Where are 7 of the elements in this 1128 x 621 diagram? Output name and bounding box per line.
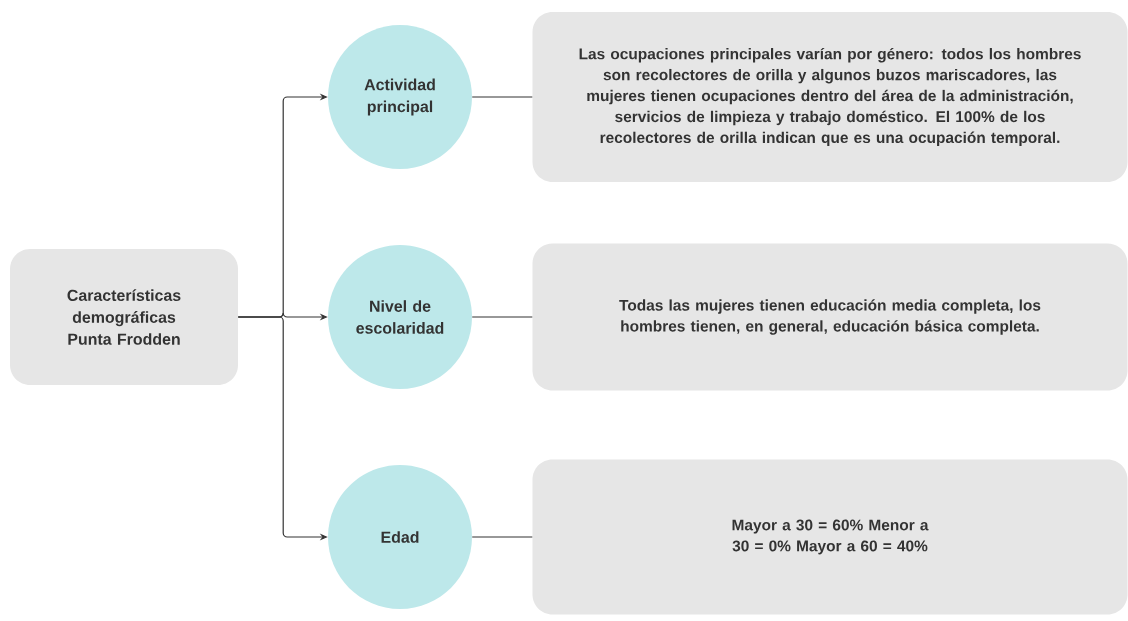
text-box: Las ocupaciones principales varían por género: todos los hombres son recolectores de orilla y algunos buzos mariscadores, las mujeres tienen ocupaciones dentro del área de la administración, servicios de limpieza y trabajo doméstico. El 100% de los recolectores de orilla indican que es una ocupación temporal. <box>532 12 1128 182</box>
text-box: Características demográficas Punta Frodden <box>10 249 238 385</box>
connector <box>471 96 533 98</box>
text-box: Todas las mujeres tienen educación media completa, los hombres tienen, en general, educación básica completa. <box>532 243 1128 391</box>
connector <box>471 316 533 318</box>
connector <box>471 536 533 538</box>
text-box: Mayor a 30 = 60% Menor a 30 = 0% Mayor a 60 = 40% <box>532 459 1128 615</box>
